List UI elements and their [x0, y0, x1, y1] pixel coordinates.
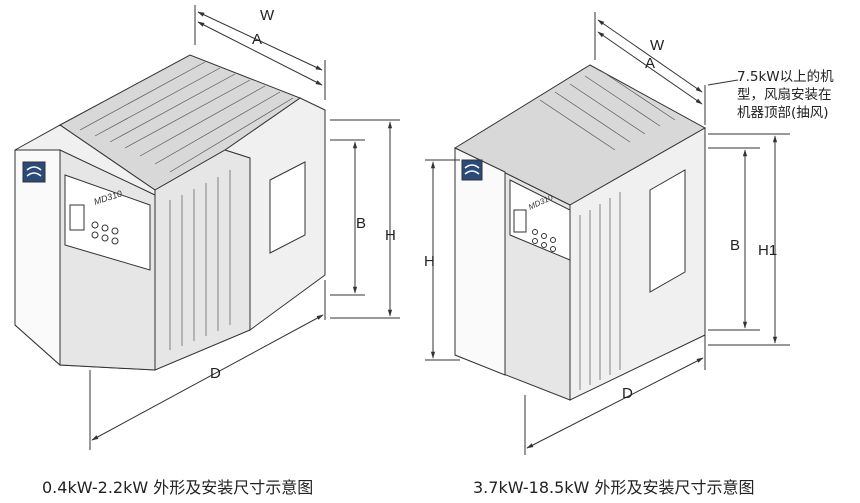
- left-dim-h: H: [385, 227, 396, 244]
- right-dim-w: W: [650, 37, 665, 54]
- right-dim-h: H: [424, 253, 435, 270]
- left-drive-illustration: MD310: [14, 54, 326, 371]
- right-dim-b: B: [730, 237, 740, 254]
- right-caption: 3.7kW-18.5kW 外形及安装尺寸示意图: [473, 478, 755, 497]
- fan-note: 7.5kW以上的机 型，风扇安装在 机器顶部(抽风): [737, 68, 860, 122]
- left-dim-d: D: [210, 365, 221, 382]
- right-dim-a: A: [645, 55, 655, 72]
- fan-note-line-1: 7.5kW以上的机: [737, 69, 834, 85]
- left-dim-w: W: [260, 7, 275, 24]
- fan-note-line-3: 机器顶部(抽风): [737, 105, 829, 121]
- left-caption: 0.4kW-2.2kW 外形及安装尺寸示意图: [42, 478, 314, 497]
- fan-note-line-2: 型，风扇安装在: [737, 87, 832, 103]
- right-dimensions: W A B H1 H D: [424, 12, 790, 455]
- right-dim-d: D: [622, 385, 633, 402]
- left-dim-a: A: [252, 31, 262, 48]
- right-drive-illustration: MD310: [453, 64, 707, 401]
- right-dim-h1: H1: [758, 242, 777, 259]
- left-dim-b: B: [356, 215, 366, 232]
- left-dimensions: W A B H D: [89, 5, 400, 450]
